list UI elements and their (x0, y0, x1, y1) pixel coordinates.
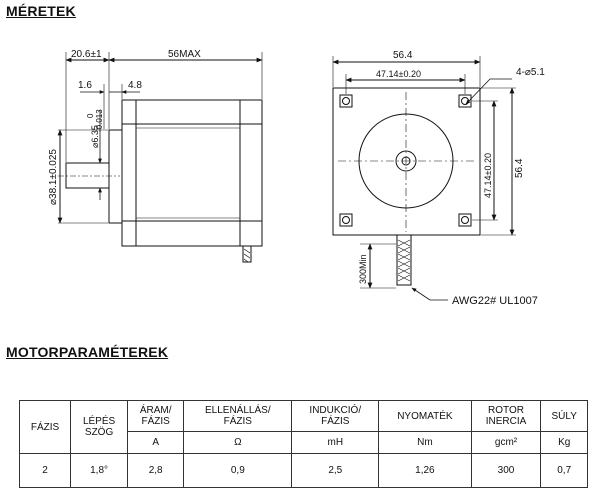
unit-current: A (127, 431, 185, 454)
flange-thickness-label: 20.6±1 (71, 49, 102, 60)
value-torque: 1,26 (378, 453, 472, 488)
lead-cable (396, 234, 412, 286)
front-boss (108, 129, 123, 224)
col-header-torque: NYOMATÉK (378, 400, 472, 432)
front-view-drawing (332, 56, 516, 301)
cable-stub (242, 245, 252, 263)
shaft-tolerance-lower: -0.013 (95, 109, 104, 132)
unit-torque: Nm (378, 431, 472, 454)
col-header-current: ÁRAM/FÁZIS (127, 400, 185, 432)
col-header-inductance: INDUKCIÓ/FÁZIS (291, 400, 380, 432)
value-phase: 2 (18, 453, 72, 488)
unit-rotor-inertia: gcm² (470, 431, 542, 454)
wire-spec-label: AWG22# UL1007 (452, 295, 538, 307)
mounting-hole-bottom-left (339, 213, 353, 227)
value-current: 2,8 (127, 453, 185, 488)
col-header-resistance: ELLENÁLLÁS/FÁZIS (183, 400, 293, 432)
table-row: 2 1,8° 2,8 0,9 2,5 1,26 300 0,7 (18, 453, 588, 488)
shaft-tolerance-upper: 0 (86, 113, 95, 118)
col-header-phase: FÁZIS (18, 400, 72, 454)
side-view-drawing (57, 52, 263, 263)
holes-label: 4-⌀5.1 (516, 67, 545, 78)
lead-length-label: 300Min (358, 254, 368, 284)
hole-spacing-h-label: 47.14±0.20 (376, 69, 421, 79)
value-weight: 0,7 (540, 453, 588, 488)
front-width-label: 56.4 (393, 50, 413, 61)
value-step-angle: 1,8° (70, 453, 129, 488)
shaft (65, 162, 110, 189)
value-resistance: 0,9 (183, 453, 293, 488)
dim-1-6-label: 1.6 (78, 80, 92, 91)
motor-body (121, 99, 263, 247)
col-header-weight: SÚLY (540, 400, 588, 432)
shaft-diameter-label: ⌀6.35 (90, 125, 100, 148)
dimensions-heading: MÉRETEK (6, 3, 76, 19)
body-length-label: 56MAX (168, 49, 201, 60)
dim-4-8-label: 4.8 (128, 80, 142, 91)
value-inductance: 2,5 (291, 453, 380, 488)
mounting-hole-bottom-right (458, 213, 472, 227)
table-unit-row: A Ω mH Nm gcm² Kg (20, 431, 588, 454)
unit-weight: Kg (540, 431, 588, 454)
value-rotor-inertia: 300 (470, 453, 542, 488)
mounting-hole-top-left (339, 94, 353, 108)
boss-diameter-label: ⌀38.1±0.025 (48, 149, 59, 205)
parameters-heading: MOTORPARAMÉTEREK (6, 344, 169, 360)
unit-inductance: mH (291, 431, 380, 454)
unit-resistance: Ω (183, 431, 293, 454)
front-height-label: 56.4 (514, 158, 525, 178)
front-body (332, 87, 481, 236)
dimension-drawings: 20.6±1 56MAX 1.6 4.8 ⌀6.35 0 -0.013 ⌀38.… (48, 49, 545, 307)
hole-spacing-v-label: 47.14±0.20 (483, 153, 493, 198)
